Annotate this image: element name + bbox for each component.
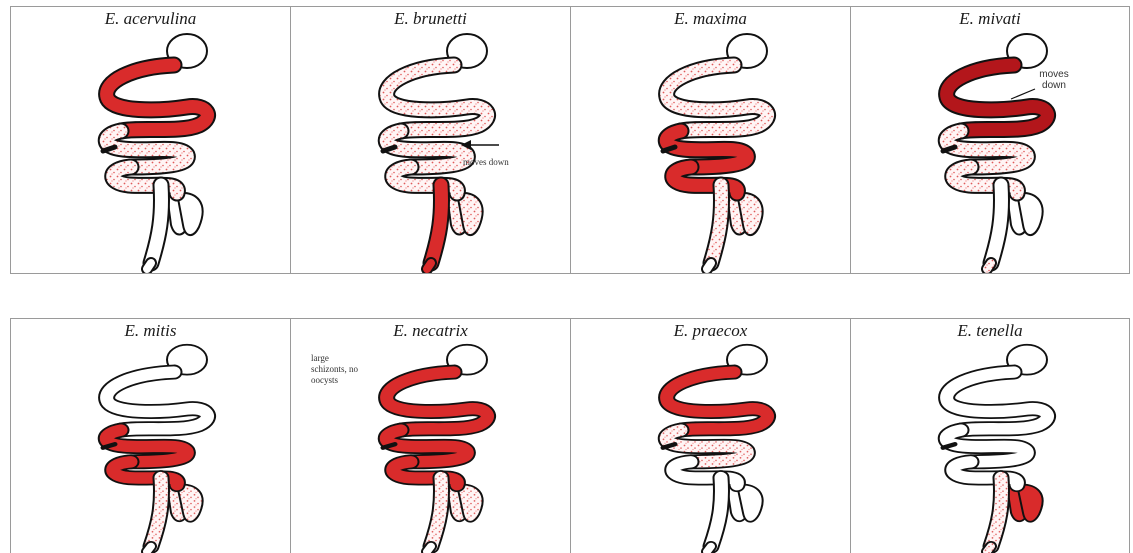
- moves-down-pointer-icon: [851, 7, 1130, 273]
- panel-e-tenella: E. tenella: [850, 319, 1130, 553]
- panel-e-acervulina: E. acervulina: [10, 7, 290, 273]
- panel-e-mivati: E. mivati moves down: [850, 7, 1130, 273]
- intestine-diagram: [11, 319, 290, 553]
- intestine-diagram: [571, 319, 850, 553]
- panel-title: E. acervulina: [11, 9, 290, 29]
- intestine-segment-rectum: [427, 546, 431, 551]
- intestine-diagram: [571, 7, 850, 273]
- panel-title: E. mitis: [11, 321, 290, 341]
- top-row: E. acervulina E. brunetti moves down E. …: [10, 6, 1130, 274]
- moves-down-arrow-icon: [291, 7, 570, 273]
- panel-e-brunetti: E. brunetti moves down: [290, 7, 570, 273]
- panel-e-mitis: E. mitis: [10, 319, 290, 553]
- intestine-segment-rectum: [147, 546, 151, 551]
- annotation-text: large schizonts, no oocysts: [311, 353, 365, 386]
- panel-title: E. maxima: [571, 9, 850, 29]
- panel-e-praecox: E. praecox: [570, 319, 850, 553]
- annotation-text: moves down: [1031, 69, 1077, 91]
- annotation-text: moves down: [463, 157, 509, 168]
- intestine-diagram: [851, 319, 1130, 553]
- panel-e-maxima: E. maxima: [570, 7, 850, 273]
- intestine-segment-rectum: [987, 546, 991, 551]
- intestine-segment-rectum: [707, 546, 711, 551]
- panel-title: E. necatrix: [291, 321, 570, 341]
- panel-title: E. tenella: [851, 321, 1129, 341]
- panel-e-necatrix: E. necatrix large schizonts, no oocysts: [290, 319, 570, 553]
- panel-title: E. praecox: [571, 321, 850, 341]
- intestine-segment-rectum: [707, 263, 711, 269]
- bottom-row: E. mitis E. necatrix large schizonts, no…: [10, 318, 1130, 553]
- intestine-diagram: [11, 7, 290, 273]
- intestine-segment-rectum: [147, 263, 151, 269]
